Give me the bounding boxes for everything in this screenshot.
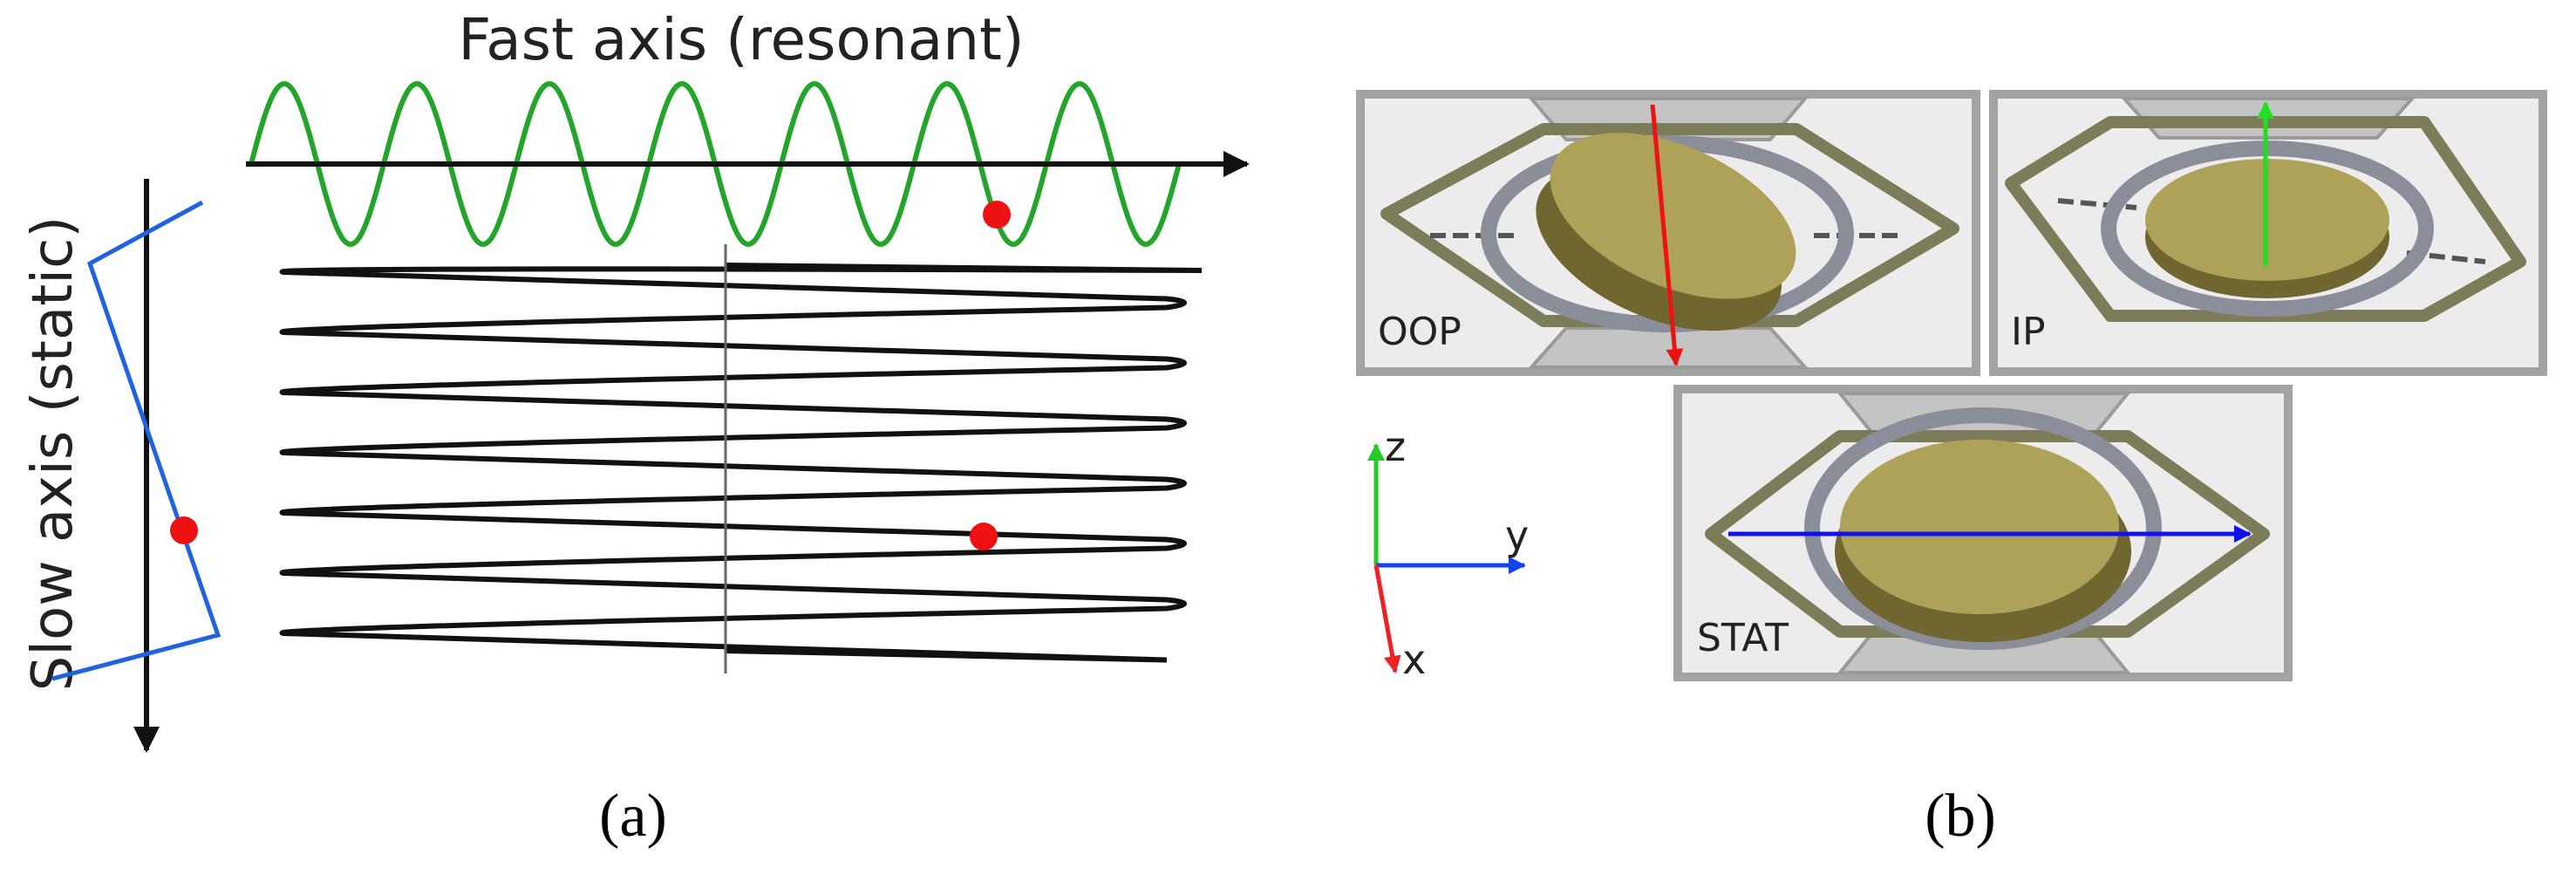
coordinate-triad: z y x [1367,423,1529,683]
mode-label-stat: STAT [1697,616,1789,660]
anchor-bottom-oop [1527,326,1809,369]
fast-axis-marker-dot [983,201,1011,229]
slow-axis-label: Slow axis (static) [21,216,85,691]
panel-b: OOP IP STAT [1356,90,2547,850]
slow-axis-sawtooth [51,200,221,681]
raster-scan-trajectory [279,263,1203,663]
oop-arrow [1650,104,1684,366]
panel-a: Fast axis (resonant) Slow axis (static) … [21,6,1250,850]
suspension-arm-stat [1705,430,2270,638]
device-stat: STAT [1673,385,2293,681]
suspension-arm-oop [1380,123,1959,327]
torsion-left-ip [2057,198,2137,210]
x-axis-label: x [1402,636,1426,683]
fast-axis-label: Fast axis (resonant) [458,6,1024,73]
mode-label-oop: OOP [1378,310,1462,354]
x-axis-arrow [1373,564,1401,673]
device-oop: OOP [1356,90,1980,376]
caption-b: (b) [1925,783,1996,850]
mirror-oop [1536,133,1796,332]
y-axis-label: y [1505,512,1529,559]
suspension-arm-ip [2005,116,2526,322]
device-ip: IP [1989,90,2547,376]
slow-axis-marker-dot [170,516,198,544]
mirror-stat [1840,440,2119,614]
z-axis-label: z [1385,423,1406,470]
mode-label-ip: IP [2011,310,2046,354]
caption-a: (a) [599,783,667,850]
raster-marker-dot [970,523,998,550]
